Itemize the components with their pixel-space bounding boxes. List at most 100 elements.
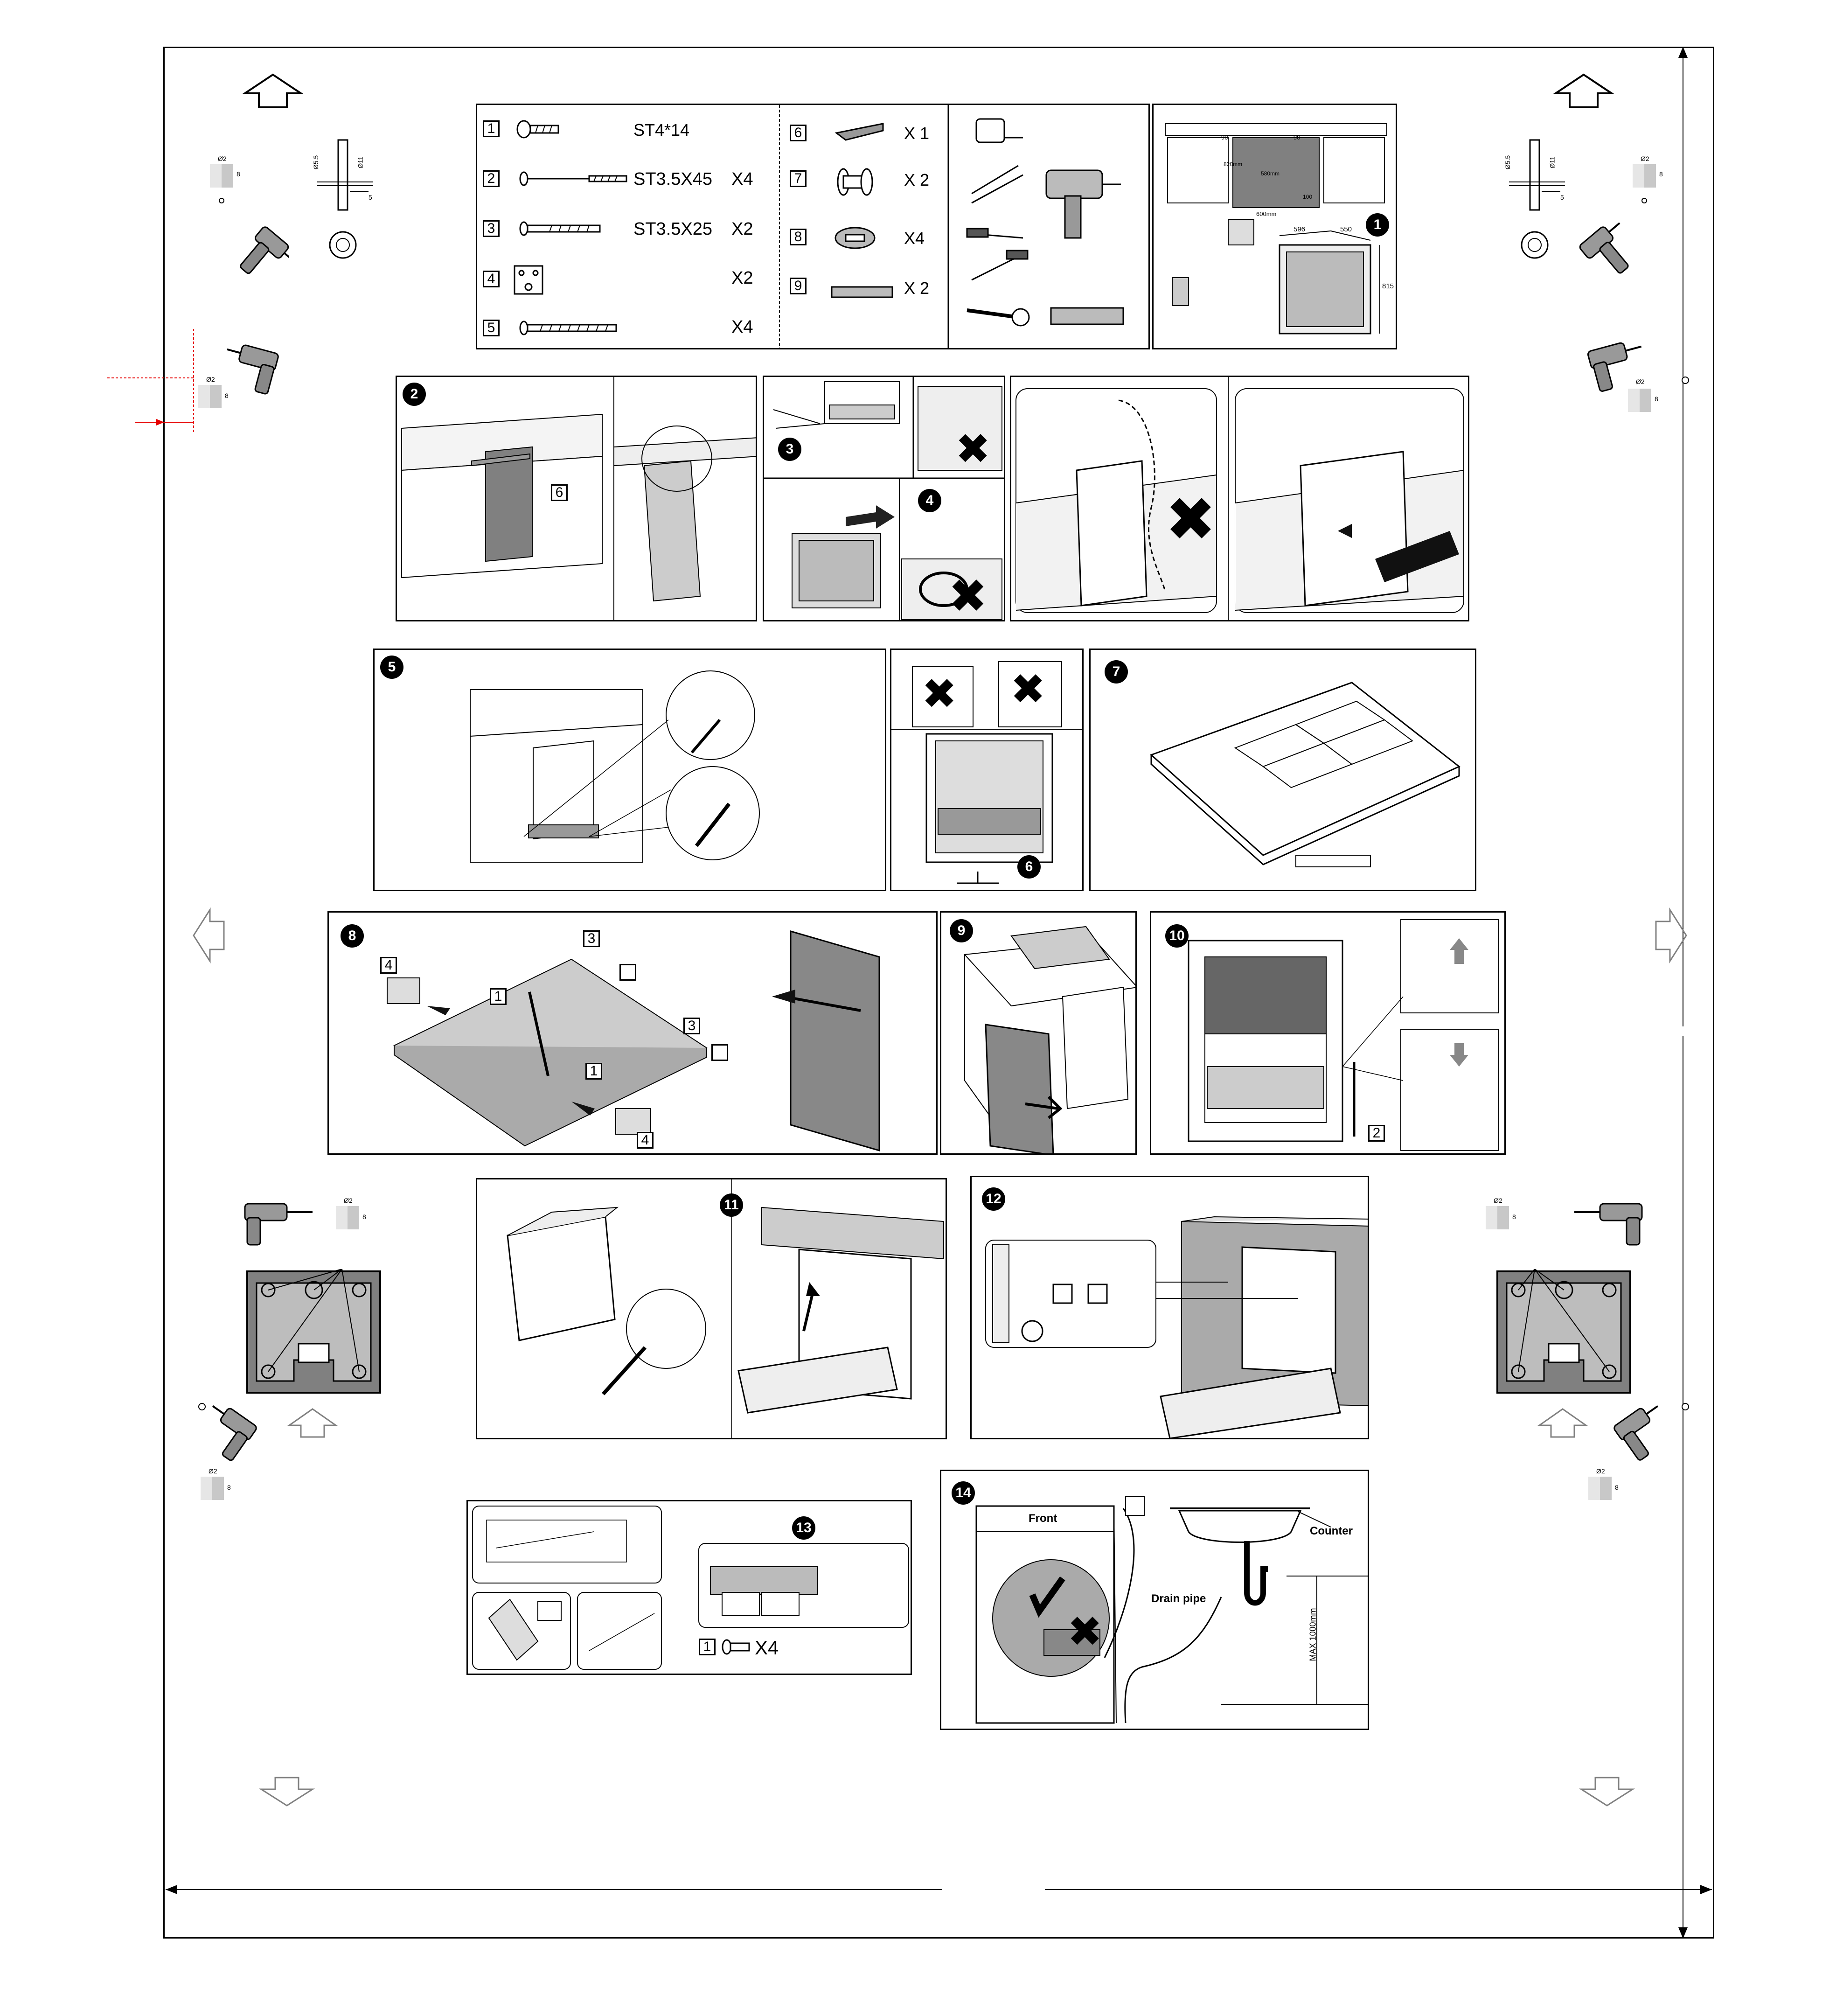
step-number-badge: 1	[1366, 213, 1389, 237]
part-number-box: 7	[790, 170, 807, 187]
part-number-box: 6	[790, 125, 807, 141]
right-arrow-icon	[1651, 907, 1689, 963]
up-arrow-icon	[1553, 72, 1614, 110]
part-number-box: 1	[483, 120, 500, 137]
part-number-box: 8	[790, 229, 807, 245]
part-qty: X 1	[904, 124, 929, 143]
dim-5: 5	[369, 194, 372, 201]
part-ref-box: 3	[583, 930, 600, 947]
part-qty: X4	[904, 229, 925, 248]
step-6-panel: ✖ ✖ 6	[890, 649, 1084, 891]
step-number-badge: 14	[952, 1481, 975, 1505]
down-arrow-icon	[259, 1775, 315, 1808]
part-spec: ST3.5X45	[633, 169, 712, 189]
step-number-badge: 3	[778, 438, 801, 461]
step-number-badge: 13	[792, 1516, 815, 1540]
parts-list-panel: 1 ST4*14 2 ST3.5X45 X4 3 ST3.5X25 X2 4 X…	[476, 104, 1150, 349]
dim-d55: Ø5.5	[312, 155, 320, 169]
bracket-plate-right	[1495, 1269, 1633, 1395]
part-ref-box: 2	[1368, 1125, 1385, 1142]
prohibited-x-icon: ✖	[922, 673, 957, 715]
up-arrow-icon	[287, 1407, 338, 1439]
step-11-panel: 11	[476, 1178, 947, 1439]
step-10-panel: 10 2	[1150, 911, 1506, 1155]
part-qty: X2	[731, 219, 753, 239]
left-arrow-icon	[191, 907, 229, 963]
step-3-4-panel: ✖ ✖ 3 4	[763, 376, 1005, 621]
drill-icon	[1572, 331, 1656, 392]
screw-dimension-right: Ø5.5 Ø11 5	[1490, 135, 1593, 275]
step-number-badge: 10	[1165, 924, 1189, 948]
dim-d55: Ø5.5	[1504, 155, 1511, 169]
step-13-panel: 13 1 X4	[466, 1500, 912, 1675]
prohibited-x-icon: ✖	[1067, 1611, 1102, 1653]
blank-ref-box	[711, 1044, 728, 1061]
prohibited-x-icon: ✖	[1010, 669, 1045, 711]
part-number-box: 4	[483, 271, 500, 287]
step-number-badge: 2	[403, 383, 426, 406]
step-7-panel: 7	[1089, 649, 1476, 891]
step-number-badge: 7	[1105, 660, 1128, 684]
step-8-panel: 8 4 1 3 3 1 4	[327, 911, 938, 1155]
part-qty: X4	[731, 317, 753, 337]
bracket-plate-left	[245, 1269, 383, 1395]
step-1-panel: 1 90 90 600mm 820mm 580mm 100 596 550 81…	[1152, 104, 1397, 349]
drill-icon	[1567, 1192, 1651, 1248]
step-number-badge: 12	[982, 1187, 1005, 1211]
up-arrow-icon	[1537, 1407, 1588, 1439]
down-arrow-icon	[1579, 1775, 1635, 1808]
blank-ref-box	[619, 964, 636, 981]
part-ref-box: 1	[699, 1639, 716, 1655]
step-number-badge: 9	[950, 919, 973, 942]
step-number-badge: 8	[341, 924, 364, 948]
part-number-box: 9	[790, 278, 807, 294]
front-label: Front	[1029, 1512, 1057, 1525]
part-qty: X4	[755, 1637, 779, 1659]
prohibited-x-icon: ✖	[948, 573, 988, 620]
up-arrow-icon	[243, 72, 303, 110]
part-ref-box: 4	[637, 1132, 654, 1149]
step-number-badge: 5	[380, 656, 403, 679]
dim-5: 5	[1560, 194, 1564, 201]
part-qty: X4	[731, 169, 753, 189]
drill-icon	[1605, 1400, 1675, 1474]
step-number-badge: 6	[1017, 855, 1041, 879]
part-spec: ST4*14	[633, 120, 689, 140]
door-handling-panel: ✖	[1010, 376, 1469, 621]
step-2-panel: 2 6	[396, 376, 757, 621]
drill-hole-marker: Ø2 8	[208, 154, 250, 210]
drain-pipe-label: Drain pipe	[1151, 1592, 1206, 1605]
drill-icon	[196, 1400, 266, 1474]
dim-d11: Ø11	[357, 156, 364, 168]
part-number-box: 5	[483, 320, 500, 336]
part-number-box: 3	[483, 220, 500, 237]
part-ref-box: 3	[683, 1018, 700, 1034]
part-ref-box: 4	[380, 957, 397, 974]
part-number-box: 2	[483, 170, 500, 187]
part-qty: X 2	[904, 170, 929, 190]
drill-hole-marker: Ø2 8	[1630, 154, 1672, 210]
drill-icon	[236, 1192, 320, 1248]
step-5-panel: 5	[373, 649, 886, 891]
part-ref-box: 1	[490, 988, 507, 1005]
dim-d11: Ø11	[1549, 156, 1556, 168]
drill-hole-marker: Ø2 8	[1483, 1194, 1525, 1241]
drill-icon	[1579, 215, 1640, 294]
prohibited-x-icon: ✖	[1165, 489, 1216, 550]
part-spec: ST3.5X25	[633, 219, 712, 239]
max-height-label: MAX 1000mm	[1308, 1608, 1318, 1661]
prohibited-x-icon: ✖	[955, 428, 990, 470]
step-number-badge: 11	[720, 1193, 743, 1217]
screw-dimension-left: Ø5.5 Ø11 5	[299, 135, 401, 275]
counter-label: Counter	[1310, 1525, 1353, 1538]
part-qty: X2	[731, 268, 753, 288]
step-9-panel: 9	[940, 911, 1137, 1155]
step-14-panel: ✖ 14 Front Counter Drain pipe MAX 1000mm	[940, 1470, 1369, 1730]
drill-icon	[229, 215, 289, 294]
step-number-badge: 4	[918, 489, 941, 512]
part-ref-box: 1	[585, 1063, 602, 1080]
part-qty: X 2	[904, 279, 929, 298]
drill-icon	[219, 336, 303, 397]
part-ref-box: 6	[551, 484, 568, 501]
step-12-panel: 12	[970, 1176, 1369, 1439]
